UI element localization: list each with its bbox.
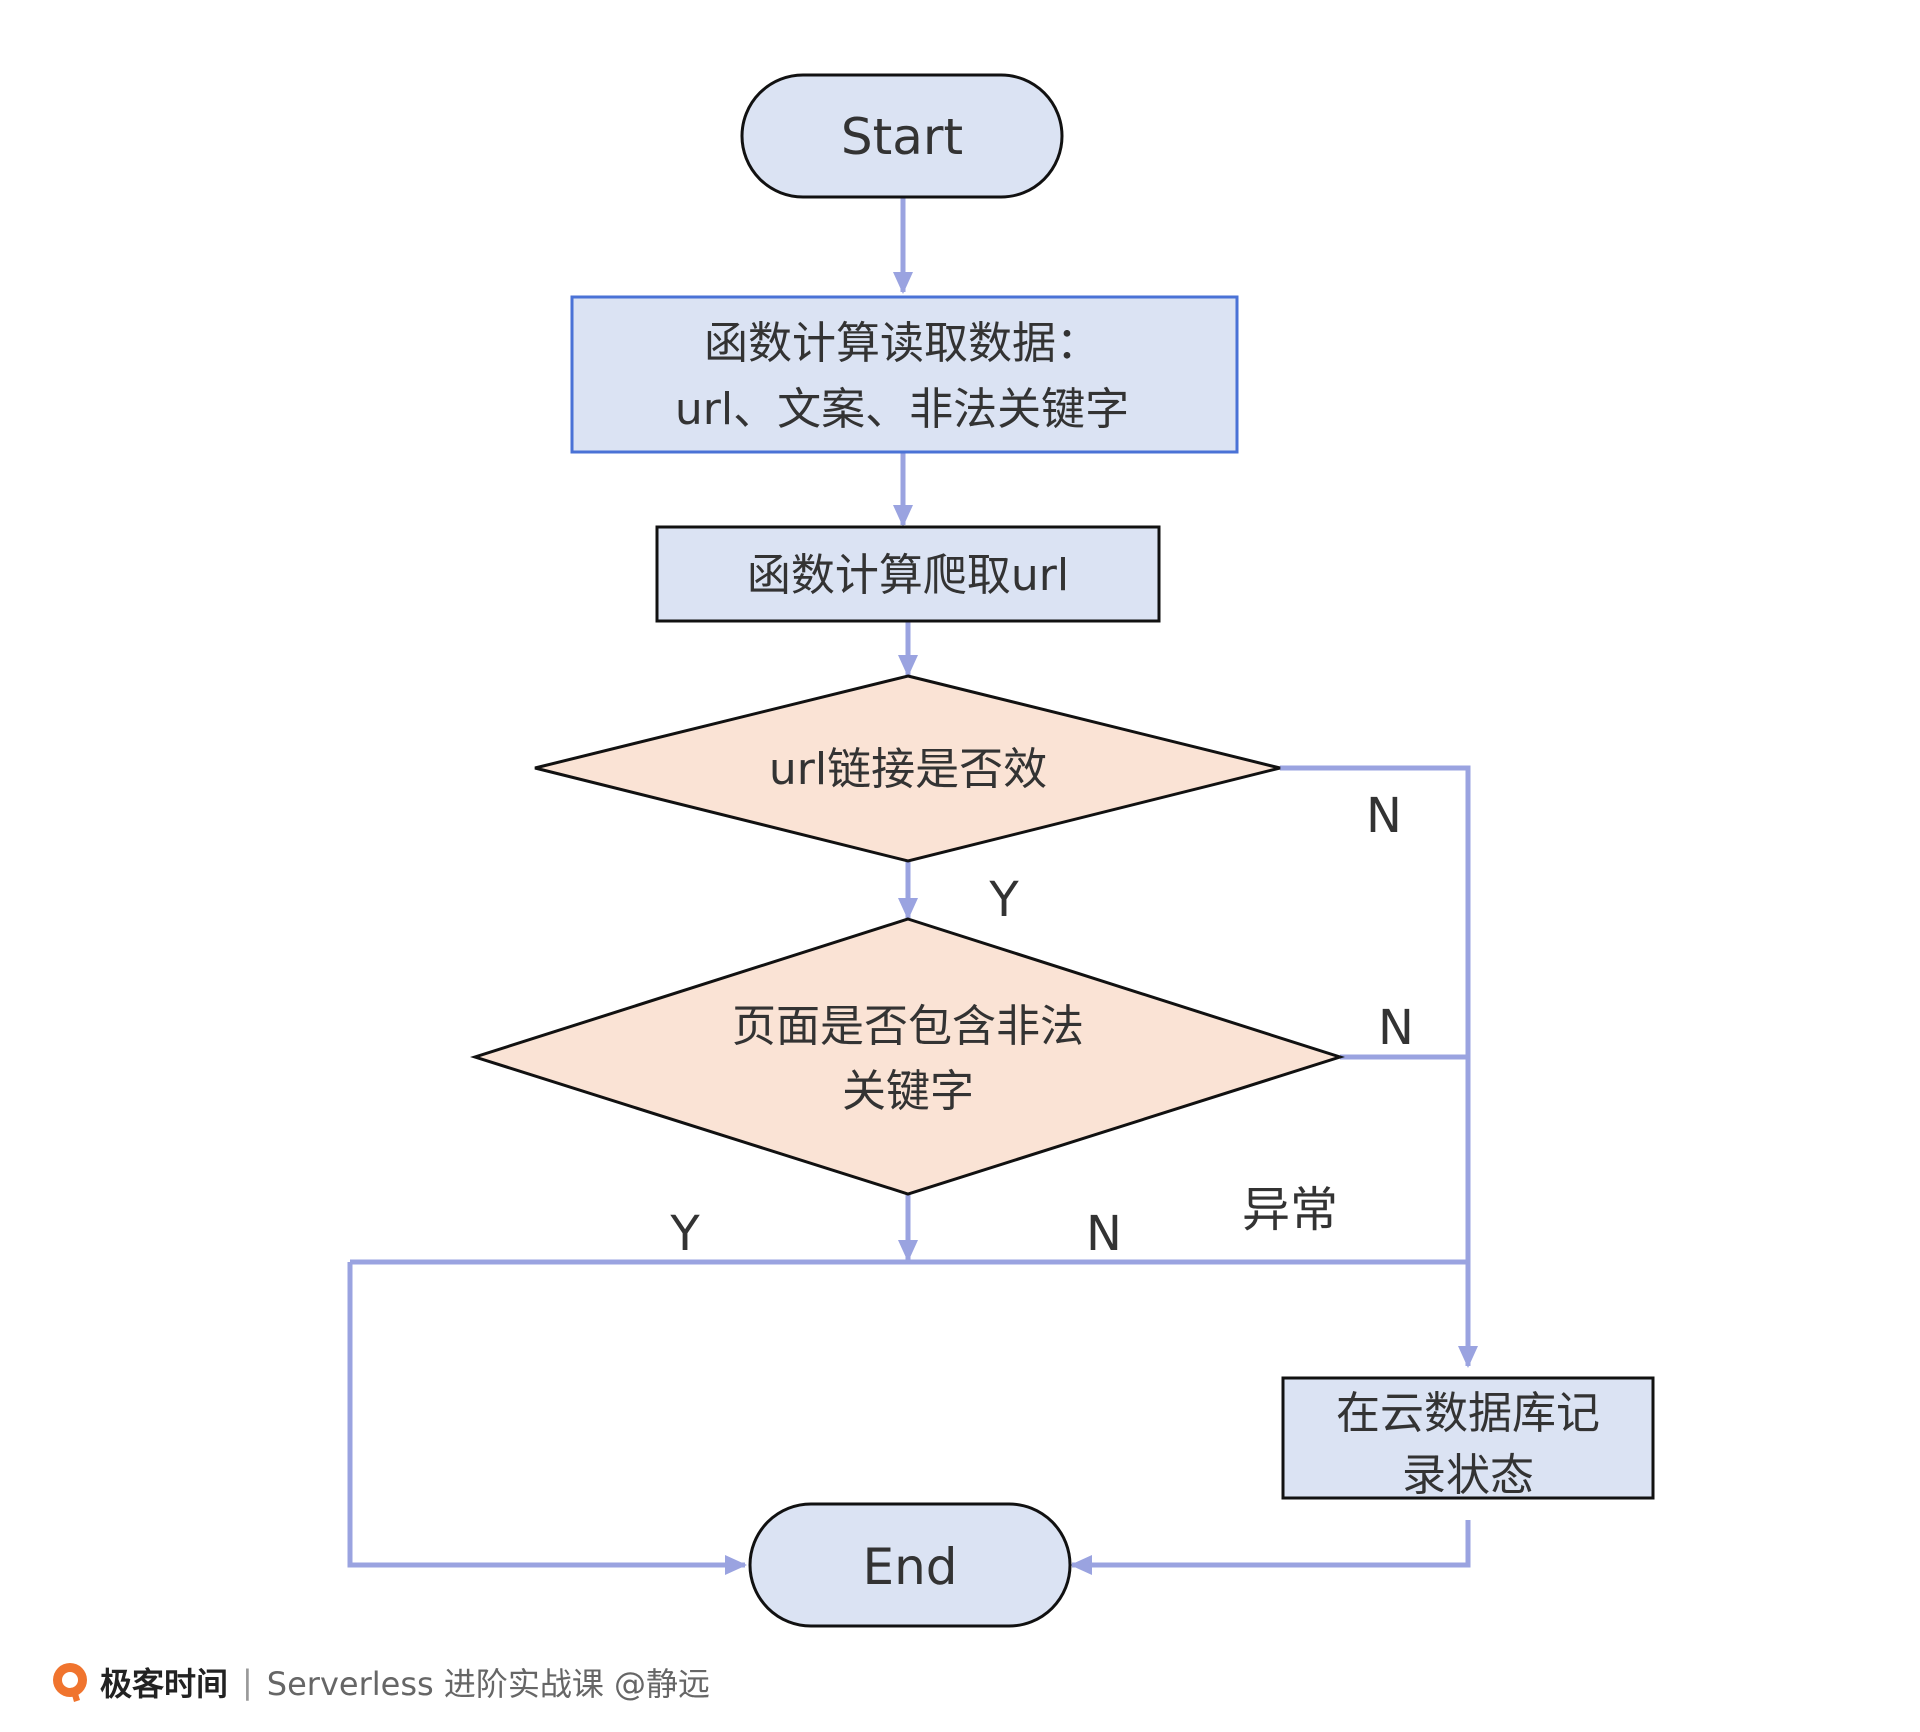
record-status-line1: 在云数据库记 [1336,1388,1600,1439]
edge-labels: N Y N Y N 异常 [669,788,1414,1262]
end-label: End [862,1538,957,1596]
label-url-no: N [1366,788,1402,844]
url-valid-label: url链接是否效 [769,744,1047,795]
footer-course: Serverless 进阶实战课 @静远 [266,1665,711,1703]
edge-url-no-right [1280,765,1478,1368]
end-node: End [748,1502,1072,1628]
label-keyword-no: N [1378,1000,1414,1056]
edge-record-to-end [1070,1520,1471,1575]
read-data-line2: url、文案、非法关键字 [675,384,1129,435]
footer: 极客时间 | Serverless 进阶实战课 @静远 [50,1652,710,1712]
label-exception: 异常 [1242,1182,1338,1238]
label-url-yes: Y [988,872,1019,928]
geektime-logo-icon [53,1663,87,1702]
edge-left-to-end [347,1262,747,1575]
footer-separator: | [242,1663,253,1701]
keyword-line1: 页面是否包含非法 [732,1001,1084,1052]
read-data-node: 函数计算读取数据： url、文案、非法关键字 [570,295,1239,454]
keyword-line2: 关键字 [842,1066,974,1117]
keyword-decision: 页面是否包含非法 关键字 [470,917,1345,1196]
start-node: Start [740,73,1064,199]
label-keyword-yes: Y [669,1206,700,1262]
crawl-node: 函数计算爬取url [655,525,1161,623]
url-valid-decision: url链接是否效 [534,674,1281,863]
footer-brand: 极客时间 [100,1665,229,1703]
record-status-line2: 录状态 [1402,1450,1534,1501]
crawl-label: 函数计算爬取url [747,550,1069,601]
connectors [347,197,1478,1575]
start-label: Start [841,108,963,166]
label-bottom-no: N [1086,1206,1122,1262]
read-data-line1: 函数计算读取数据： [704,318,1100,369]
record-status-node: 在云数据库记 录状态 [1281,1376,1655,1501]
